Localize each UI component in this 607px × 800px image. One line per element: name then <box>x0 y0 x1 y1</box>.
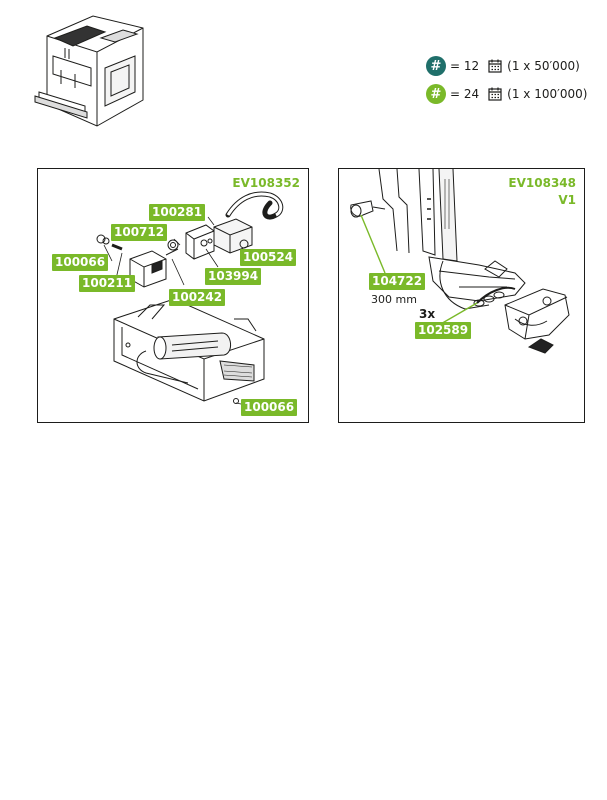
part-label-100524: 100524 <box>240 249 297 266</box>
part-label-100066: 100066 <box>241 399 298 416</box>
badge-hash: # <box>426 56 446 76</box>
length-note: 300 mm <box>371 293 417 306</box>
part-label-100242: 100242 <box>169 289 226 306</box>
calendar-icon <box>488 59 502 73</box>
part-label-100281: 100281 <box>149 204 206 221</box>
part-label-100712: 100712 <box>111 224 168 241</box>
legend-row-12: # = 12 (1 x 50′000) <box>426 54 580 78</box>
calendar-icon <box>488 87 502 101</box>
badge-hash: # <box>426 84 446 104</box>
part-label-102589: 102589 <box>415 322 472 339</box>
assembly-code: EV108352 <box>232 176 300 190</box>
assembly-code: EV108348 <box>508 176 576 190</box>
quantity-label: 3x <box>419 307 436 321</box>
panel-ev108352: EV108352 100281 100712 100524 100066 103… <box>37 168 309 423</box>
part-label-104722: 104722 <box>369 273 426 290</box>
panel-ev108348-drawing <box>350 169 570 354</box>
legend-interval: (1 x 50′000) <box>507 59 580 73</box>
legend-equals: = 24 <box>450 87 480 101</box>
coffee-machine-illustration <box>34 15 144 127</box>
legend-equals: = 12 <box>450 59 480 73</box>
legend-interval: (1 x 100′000) <box>507 87 588 101</box>
part-label-100211: 100211 <box>79 275 136 292</box>
legend-row-24: # = 24 (1 x 100′000) <box>426 82 587 106</box>
part-label-103994: 103994 <box>205 268 262 285</box>
panel-ev108348: EV108348 V1 104722 300 mm 3x 102589 <box>338 168 585 423</box>
variant-label: V1 <box>558 193 576 207</box>
panel-ev108352-drawing <box>96 191 284 406</box>
part-label-100066: 100066 <box>52 254 109 271</box>
